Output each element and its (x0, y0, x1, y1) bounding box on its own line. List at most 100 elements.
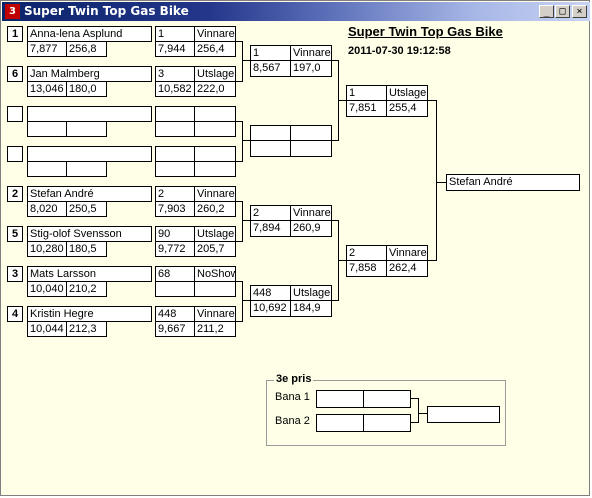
lane1-rider-field[interactable] (316, 390, 364, 408)
start-number-field[interactable]: 3 (155, 66, 195, 82)
rider-name-field[interactable]: Mats Larsson (27, 266, 152, 282)
rider-name-field[interactable]: Jan Malmberg (27, 66, 152, 82)
start-number-field[interactable]: 68 (155, 266, 195, 282)
champion-name-field[interactable]: Stefan André (446, 174, 580, 191)
qual-speed-field[interactable] (66, 121, 107, 137)
heat-time-field[interactable]: 9,772 (155, 241, 195, 257)
semi-result-field[interactable]: Utslagen (386, 85, 428, 101)
heat-result-field[interactable]: Vinnare (194, 186, 236, 202)
heat-time-field[interactable]: 9,667 (155, 321, 195, 337)
heat-speed-field[interactable] (194, 161, 236, 177)
qual-time-field[interactable]: 7,877 (27, 41, 67, 57)
qual-time-field[interactable] (27, 121, 67, 137)
maximize-button[interactable]: □ (555, 5, 570, 18)
r2-result-field[interactable]: Vinnare (290, 205, 332, 221)
semi-speed-field[interactable]: 262,4 (386, 260, 428, 277)
r2-start-number-field[interactable] (250, 125, 291, 141)
heat-time-field[interactable]: 7,944 (155, 41, 195, 57)
heat-speed-field[interactable] (194, 121, 236, 137)
title-bar[interactable]: 3 Super Twin Top Gas Bike _ □ × (2, 2, 590, 21)
heat-time-field[interactable] (155, 281, 195, 297)
qual-time-field[interactable]: 8,020 (27, 201, 67, 217)
heat-time-field[interactable]: 10,582 (155, 81, 195, 97)
heat-result-field[interactable]: Utslagen (194, 66, 236, 82)
start-number-field[interactable]: 90 (155, 226, 195, 242)
r2-speed-field[interactable]: 260,9 (290, 220, 332, 237)
r2-result-field[interactable]: Utslagen (290, 285, 332, 301)
r2-speed-field[interactable]: 197,0 (290, 60, 332, 77)
r2-start-number-field[interactable]: 1 (250, 45, 291, 61)
qual-speed-field[interactable]: 180,0 (66, 81, 107, 97)
r2-speed-field[interactable] (290, 140, 332, 157)
start-number-field[interactable] (155, 146, 195, 162)
qual-time-field[interactable]: 10,280 (27, 241, 67, 257)
connector-line (242, 60, 250, 61)
r2-start-number-field[interactable]: 2 (250, 205, 291, 221)
semi-start-number-field[interactable]: 2 (346, 245, 387, 261)
r2-time-field[interactable]: 7,894 (250, 220, 291, 237)
semi-result-field[interactable]: Vinnare (386, 245, 428, 261)
heat-speed-field[interactable]: 260,2 (194, 201, 236, 217)
qual-time-field[interactable]: 10,040 (27, 281, 67, 297)
seed-badge[interactable]: 3 (7, 266, 23, 282)
qual-speed-field[interactable] (66, 161, 107, 177)
qual-time-field[interactable]: 13,046 (27, 81, 67, 97)
semi-time-field[interactable]: 7,858 (346, 260, 387, 277)
seed-badge[interactable] (7, 106, 23, 122)
seed-badge[interactable]: 1 (7, 26, 23, 42)
minimize-button[interactable]: _ (539, 5, 554, 18)
semi-start-number-field[interactable]: 1 (346, 85, 387, 101)
heat-time-field[interactable] (155, 161, 195, 177)
qual-speed-field[interactable]: 180,5 (66, 241, 107, 257)
r2-result-field[interactable] (290, 125, 332, 141)
semi-speed-field[interactable]: 255,4 (386, 100, 428, 117)
start-number-field[interactable]: 1 (155, 26, 195, 42)
r2-time-field[interactable]: 8,567 (250, 60, 291, 77)
rider-name-field[interactable]: Stefan André (27, 186, 152, 202)
lane1-result-field[interactable] (363, 390, 411, 408)
seed-badge[interactable]: 6 (7, 66, 23, 82)
qual-time-field[interactable]: 10,044 (27, 321, 67, 337)
r2-time-field[interactable] (250, 140, 291, 157)
heat-result-field[interactable]: NoShow (194, 266, 236, 282)
r2-result-field[interactable]: Vinnare (290, 45, 332, 61)
seed-badge[interactable]: 5 (7, 226, 23, 242)
start-number-field[interactable]: 2 (155, 186, 195, 202)
third-place-winner-field[interactable] (427, 406, 500, 423)
qual-speed-field[interactable]: 256,8 (66, 41, 107, 57)
start-number-field[interactable] (155, 106, 195, 122)
heat-speed-field[interactable] (194, 281, 236, 297)
heat-result-field[interactable]: Vinnare (194, 306, 236, 322)
heat-time-field[interactable] (155, 121, 195, 137)
r2-speed-field[interactable]: 184,9 (290, 300, 332, 317)
heat-speed-field[interactable]: 205,7 (194, 241, 236, 257)
app-icon[interactable]: 3 (5, 4, 20, 19)
rider-name-field[interactable] (27, 106, 152, 122)
r2-start-number-field[interactable]: 448 (250, 285, 291, 301)
qual-time-field[interactable] (27, 161, 67, 177)
heat-time-field[interactable]: 7,903 (155, 201, 195, 217)
qual-speed-field[interactable]: 212,3 (66, 321, 107, 337)
heat-speed-field[interactable]: 222,0 (194, 81, 236, 97)
start-number-field[interactable]: 448 (155, 306, 195, 322)
seed-badge[interactable] (7, 146, 23, 162)
heat-result-field[interactable]: Vinnare (194, 26, 236, 42)
heat-speed-field[interactable]: 256,4 (194, 41, 236, 57)
rider-name-field[interactable]: Stig-olof Svensson (27, 226, 152, 242)
semi-time-field[interactable]: 7,851 (346, 100, 387, 117)
heat-result-field[interactable]: Utslagen (194, 226, 236, 242)
r2-time-field[interactable]: 10,692 (250, 300, 291, 317)
qual-speed-field[interactable]: 210,2 (66, 281, 107, 297)
heat-result-field[interactable] (194, 106, 236, 122)
heat-speed-field[interactable]: 211,2 (194, 321, 236, 337)
rider-name-field[interactable]: Kristin Hegre (27, 306, 152, 322)
rider-name-field[interactable]: Anna-lena Asplund (27, 26, 152, 42)
seed-badge[interactable]: 4 (7, 306, 23, 322)
heat-result-field[interactable] (194, 146, 236, 162)
qual-speed-field[interactable]: 250,5 (66, 201, 107, 217)
rider-name-field[interactable] (27, 146, 152, 162)
seed-badge[interactable]: 2 (7, 186, 23, 202)
close-button[interactable]: × (572, 5, 587, 18)
lane2-rider-field[interactable] (316, 414, 364, 432)
lane2-result-field[interactable] (363, 414, 411, 432)
